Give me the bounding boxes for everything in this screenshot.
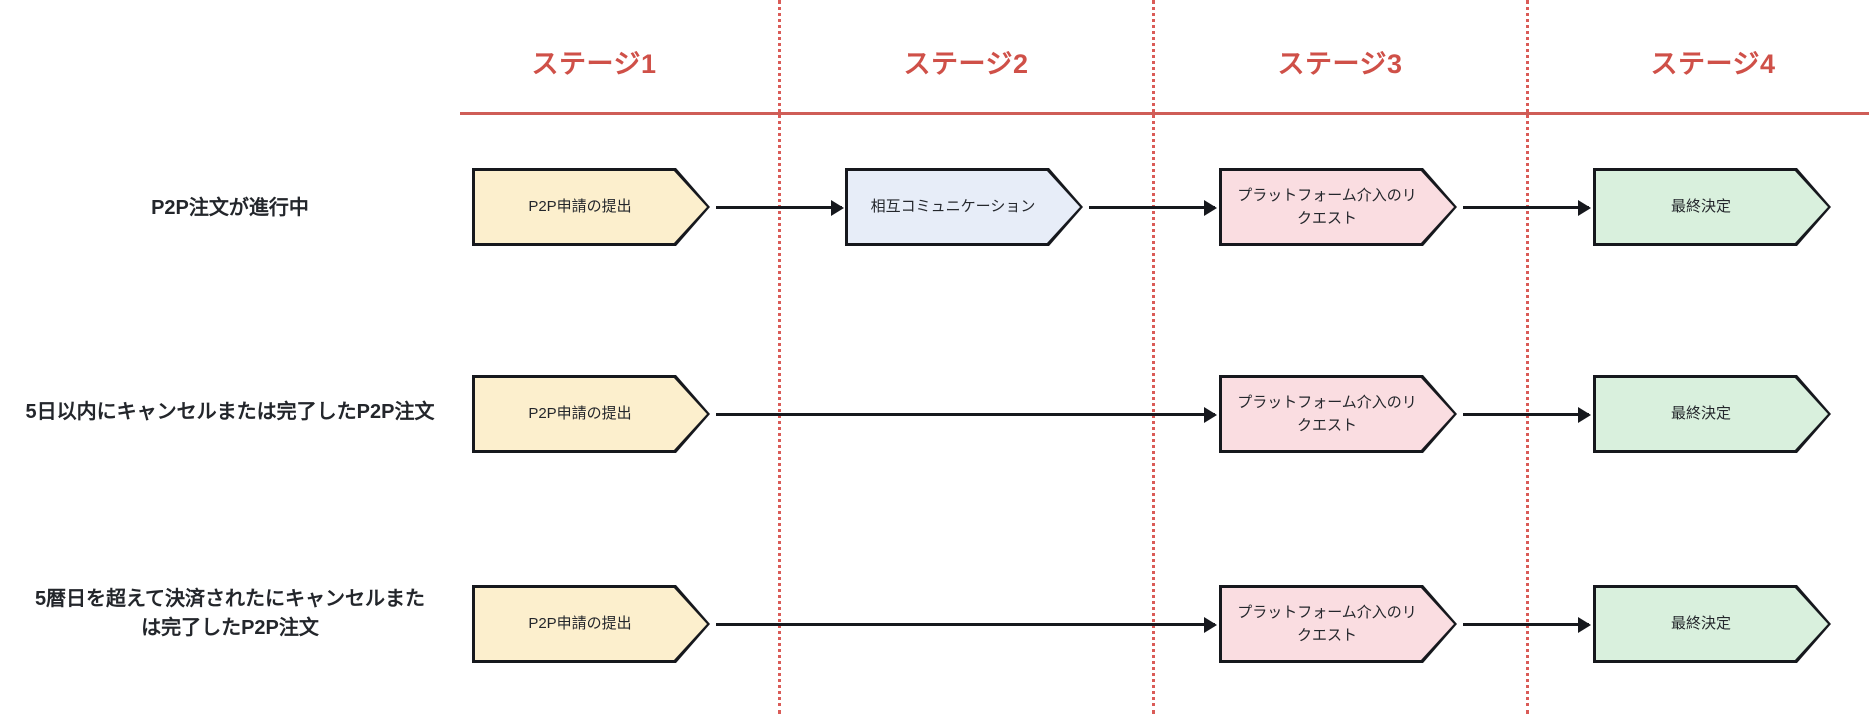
node-fill: P2P申請の提出 (475, 171, 707, 243)
node-row1-stage3[interactable]: プラットフォーム介入のリクエスト (1219, 168, 1457, 246)
header-divider-rule (460, 112, 1869, 115)
node-fill: 最終決定 (1596, 171, 1828, 243)
stage-header-1: ステージ1 (531, 49, 657, 79)
node-row3-stage3[interactable]: プラットフォーム介入のリクエスト (1219, 585, 1457, 663)
node-fill: P2P申請の提出 (475, 588, 707, 660)
row-label-1: P2P注文が進行中 (151, 197, 309, 219)
node-fill: 相互コミュニケーション (848, 171, 1080, 243)
node-label: プラットフォーム介入のリクエスト (1237, 186, 1417, 227)
row-label-2: 5日以内にキャンセルまたは完了したP2P注文 (25, 401, 435, 423)
node-fill: 最終決定 (1596, 378, 1828, 450)
row-label-3-line-2: は完了したP2P注文 (141, 617, 319, 639)
node-row1-stage1[interactable]: P2P申請の提出 (472, 168, 710, 246)
row-label-3-line-1: 5暦日を超えて決済されたにキャンセルまた (34, 588, 426, 610)
node-row3-stage4[interactable]: 最終決定 (1593, 585, 1831, 663)
node-fill: プラットフォーム介入のリクエスト (1222, 588, 1454, 660)
arrow-row1-s2-s3 (1089, 206, 1215, 209)
node-row2-stage4[interactable]: 最終決定 (1593, 375, 1831, 453)
stage-divider-2 (1152, 0, 1155, 714)
node-label: P2P申請の提出 (528, 405, 632, 423)
node-label: 最終決定 (1670, 405, 1731, 423)
node-fill: P2P申請の提出 (475, 378, 707, 450)
node-label: 最終決定 (1670, 198, 1731, 216)
arrow-row2-s3-s4 (1463, 413, 1589, 416)
stage-header-4: ステージ4 (1650, 49, 1776, 79)
arrow-row3-s1-s3 (716, 623, 1215, 626)
node-fill: 最終決定 (1596, 588, 1828, 660)
node-label: プラットフォーム介入のリクエスト (1237, 603, 1417, 644)
node-row3-stage1[interactable]: P2P申請の提出 (472, 585, 710, 663)
node-label: P2P申請の提出 (528, 615, 632, 633)
node-row2-stage3[interactable]: プラットフォーム介入のリクエスト (1219, 375, 1457, 453)
node-label: P2P申請の提出 (528, 198, 632, 216)
stage-divider-3 (1526, 0, 1529, 714)
arrow-row3-s3-s4 (1463, 623, 1589, 626)
node-label: 最終決定 (1670, 615, 1731, 633)
row-label-3: 5暦日を超えて決済されたにキャンセルまた は完了したP2P注文 (10, 585, 450, 643)
node-row2-stage1[interactable]: P2P申請の提出 (472, 375, 710, 453)
arrow-row1-s3-s4 (1463, 206, 1589, 209)
node-fill: プラットフォーム介入のリクエスト (1222, 171, 1454, 243)
node-label: 相互コミュニケーション (870, 198, 1036, 216)
stage-header-3: ステージ3 (1277, 49, 1403, 79)
node-label: プラットフォーム介入のリクエスト (1237, 393, 1417, 434)
arrow-row1-s1-s2 (716, 206, 842, 209)
node-row1-stage2[interactable]: 相互コミュニケーション (845, 168, 1083, 246)
stage-divider-1 (778, 0, 781, 714)
node-row1-stage4[interactable]: 最終決定 (1593, 168, 1831, 246)
node-fill: プラットフォーム介入のリクエスト (1222, 378, 1454, 450)
arrow-row2-s1-s3 (716, 413, 1215, 416)
stage-header-2: ステージ2 (903, 49, 1029, 79)
